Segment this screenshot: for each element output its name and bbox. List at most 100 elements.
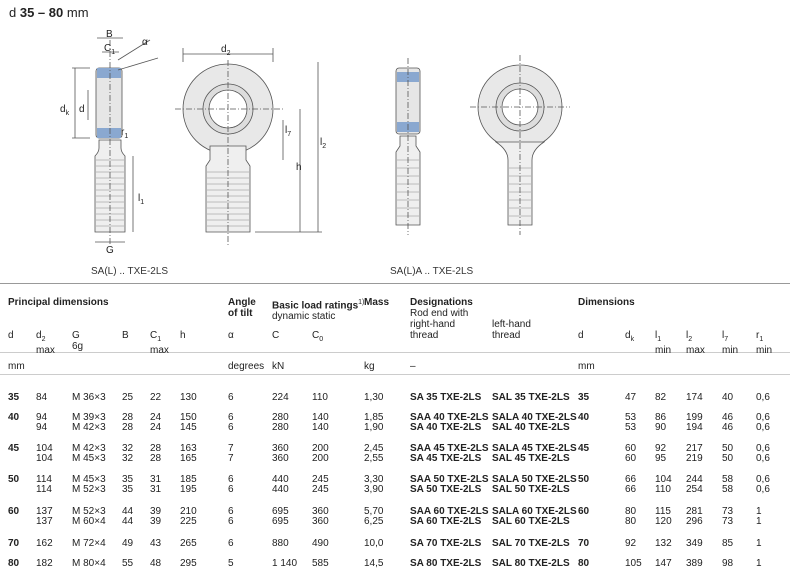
cell-dk: 66 — [625, 484, 637, 495]
cell-mass: 1,30 — [364, 392, 384, 403]
cell-mass: 2,45 — [364, 443, 384, 454]
cell-mass: 3,90 — [364, 484, 384, 495]
cell-r1: 0,6 — [756, 453, 770, 464]
cell-C0: 245 — [312, 484, 329, 495]
unit-degrees: degrees — [228, 361, 265, 372]
cell-h: 265 — [180, 538, 197, 549]
cell-B: 28 — [122, 422, 134, 433]
cell-r1: 1 — [756, 506, 762, 517]
cell-C1: 28 — [150, 443, 162, 454]
cell-C0: 200 — [312, 453, 329, 464]
cell-l7: 50 — [722, 453, 734, 464]
cell-alpha: 6 — [228, 484, 234, 495]
cell-C1: 24 — [150, 412, 162, 423]
row-d: 45 — [8, 443, 20, 454]
label-l1: l1 — [138, 193, 145, 206]
cell-r1: 0,6 — [756, 474, 770, 485]
cell-h: 225 — [180, 516, 197, 527]
cell-l1: 95 — [655, 453, 667, 464]
cell-d2: 104 — [36, 453, 53, 464]
cell-C: 695 — [272, 516, 289, 527]
cell-h: 195 — [180, 484, 197, 495]
cell-l7: 50 — [722, 443, 734, 454]
cell-l7: 85 — [722, 538, 734, 549]
cell-l1: 92 — [655, 443, 667, 454]
cell-C0: 490 — [312, 538, 329, 549]
cell-G: M 72×4 — [72, 538, 106, 549]
hdr-dimensions: Dimensions — [578, 297, 635, 308]
cell-C: 440 — [272, 484, 289, 495]
cell-mass: 1,90 — [364, 422, 384, 433]
row-d: 60 — [8, 506, 20, 517]
page-title: d 35 – 80 mm — [9, 5, 89, 20]
cell-C0: 585 — [312, 558, 329, 569]
cell-d2: 114 — [36, 474, 52, 485]
cell-C0: 110 — [312, 392, 328, 403]
unit-kN: kN — [272, 361, 285, 372]
cell-dk: 80 — [625, 506, 637, 517]
cell-designation-right: SAA 60 TXE-2LS — [410, 506, 489, 517]
cell-C0: 245 — [312, 474, 329, 485]
cell-designation-left: SALA 50 TXE-2LS — [492, 474, 577, 485]
cell-h: 210 — [180, 506, 197, 517]
label-G: G — [106, 245, 114, 256]
col-rd: d — [578, 330, 584, 341]
cell-G: M 39×3 — [72, 412, 106, 423]
col-h: h — [180, 330, 186, 341]
cell-C0: 140 — [312, 422, 329, 433]
unit-kg: kg — [364, 361, 375, 372]
cell-d2: 137 — [36, 506, 53, 517]
cell-mass: 3,30 — [364, 474, 384, 485]
side-view-right — [395, 58, 421, 235]
label-alpha: α — [142, 37, 148, 48]
cell-r1: 1 — [756, 516, 762, 527]
row-d-right: 40 — [578, 412, 590, 423]
cell-C1: 39 — [150, 516, 162, 527]
cell-l1: 90 — [655, 422, 667, 433]
cell-designation-right: SAA 50 TXE-2LS — [410, 474, 489, 485]
cell-l2: 389 — [686, 558, 703, 569]
caption-right: SA(L)A .. TXE-2LS — [390, 266, 474, 277]
cell-h: 130 — [180, 392, 197, 403]
cell-C1: 22 — [150, 392, 162, 403]
side-view-left — [72, 37, 159, 245]
cell-d2: 114 — [36, 484, 52, 495]
unit-dash: – — [410, 361, 416, 372]
cell-d2: 94 — [36, 412, 48, 423]
cell-C: 224 — [272, 392, 289, 403]
table-top-rule — [0, 283, 790, 284]
cell-l1: 147 — [655, 558, 672, 569]
cell-C1: 24 — [150, 422, 162, 433]
hdr-mass: Mass — [364, 297, 390, 308]
cell-l1: 115 — [655, 506, 671, 517]
row-d: 40 — [8, 412, 20, 423]
units-rule — [0, 374, 790, 375]
cell-designation-left: SAL 45 TXE-2LS — [492, 453, 570, 464]
cell-designation-left: SAL 80 TXE-2LS — [492, 558, 570, 569]
row-d: 50 — [8, 474, 20, 485]
cell-r1: 0,6 — [756, 443, 770, 454]
cell-C1: 31 — [150, 474, 162, 485]
cell-r1: 0,6 — [756, 422, 770, 433]
cell-l1: 86 — [655, 412, 667, 423]
cell-l2: 244 — [686, 474, 703, 485]
cell-designation-right: SAA 40 TXE-2LS — [410, 412, 489, 423]
cell-l7: 46 — [722, 412, 734, 423]
cell-h: 165 — [180, 453, 197, 464]
unit-mm: mm — [8, 361, 25, 372]
cell-h: 295 — [180, 558, 197, 569]
cell-B: 35 — [122, 484, 134, 495]
front-view-left — [175, 48, 322, 245]
col-d: d — [8, 330, 14, 341]
cell-designation-left: SAL 50 TXE-2LS — [492, 484, 570, 495]
label-r1: r1 — [121, 127, 129, 140]
cell-C: 880 — [272, 538, 289, 549]
rod-end-drawing — [72, 37, 570, 245]
col-B: B — [122, 330, 129, 341]
cell-C1: 39 — [150, 506, 162, 517]
label-d2: d2 — [221, 44, 231, 57]
